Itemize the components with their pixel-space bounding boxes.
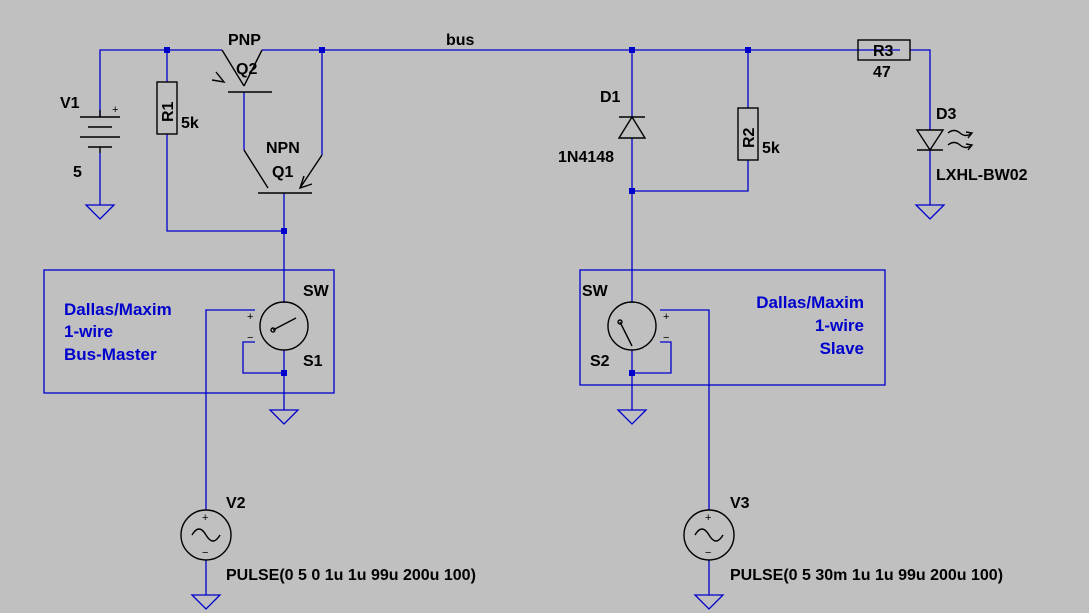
q2-type: PNP [228,32,261,49]
led-d3[interactable] [915,129,974,152]
resistor-r3[interactable] [857,39,911,61]
master-note-line-2: 1-wire [64,322,113,341]
transistor-q1[interactable] [243,149,323,194]
r2-value: 5k [762,140,780,157]
junction [629,188,635,194]
net-label-bus: bus [446,32,475,49]
q1-name: Q1 [272,164,293,181]
s1-value: SW [303,283,330,300]
grounds [84,204,946,610]
s2-name: S2 [590,353,610,370]
transistor-q2[interactable] [211,49,272,93]
wire [99,49,222,117]
ground-icon [84,204,116,220]
slave-box [579,269,886,386]
wire [632,341,672,374]
svg-text:−: − [705,547,711,559]
v1-name: V1 [60,95,80,112]
junction [629,47,635,53]
wire [166,134,284,232]
source-v3[interactable]: + − [683,509,735,561]
ground-icon [693,594,725,610]
v3-name: V3 [730,495,750,512]
q2-name: Q2 [236,61,257,78]
ground-icon [268,409,300,425]
resistor-r1[interactable] [156,81,178,135]
resistor-r2[interactable] [737,107,759,161]
junction [745,47,751,53]
d1-value: 1N4148 [558,149,614,166]
d3-name: D3 [936,106,957,123]
v1-value: 5 [73,164,82,181]
ground-icon [914,204,946,220]
wires [99,49,931,595]
r3-value: 47 [873,64,891,81]
svg-text:+: + [247,311,253,323]
battery-v1[interactable]: + [80,104,120,153]
v2-name: V2 [226,495,246,512]
master-note-line-1: Dallas/Maxim [64,300,172,319]
master-note-line-3: Bus-Master [64,345,157,364]
r3-name: R3 [873,43,894,60]
wire [910,49,931,130]
switch-s2[interactable]: + − [607,301,669,351]
junction [319,47,325,53]
slave-note-line-2: 1-wire [815,316,864,335]
junction [281,370,287,376]
r1-name: R1 [160,101,177,122]
junction [164,47,170,53]
s1-name: S1 [303,353,323,370]
slave-note-line-3: Slave [820,339,864,358]
svg-text:−: − [202,547,208,559]
wire [632,160,749,192]
d1-name: D1 [600,89,621,106]
svg-text:+: + [112,104,118,116]
slave-note-line-1: Dallas/Maxim [756,293,864,312]
r1-value: 5k [181,115,199,132]
v3-value: PULSE(0 5 30m 1u 1u 99u 200u 100) [730,567,1003,584]
r2-name: R2 [741,127,758,148]
svg-text:−: − [663,332,669,344]
svg-text:+: + [202,512,208,524]
source-v2[interactable]: + − [180,509,232,561]
junctions [164,47,751,376]
d3-value: LXHL-BW02 [936,167,1028,184]
q1-type: NPN [266,140,300,157]
diode-d1[interactable] [617,115,647,139]
wire [242,341,284,374]
svg-text:+: + [705,512,711,524]
ground-icon [616,409,648,425]
wire [660,309,710,510]
svg-text:−: − [247,332,253,344]
junction [629,370,635,376]
svg-text:+: + [663,311,669,323]
wire [205,309,255,510]
switch-s1[interactable]: + − [247,301,309,351]
v2-value: PULSE(0 5 0 1u 1u 99u 200u 100) [226,567,476,584]
bus-master-box [43,269,335,394]
junction [281,228,287,234]
ground-icon [190,594,222,610]
s2-value: SW [582,283,609,300]
